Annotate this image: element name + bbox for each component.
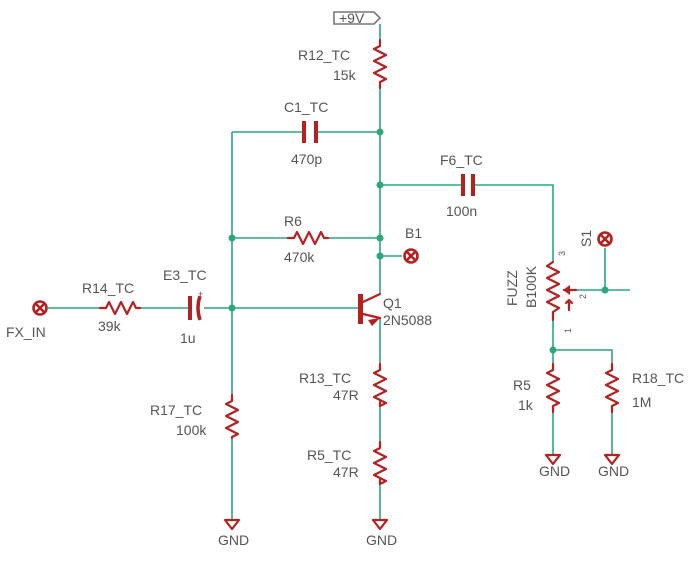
capacitor-f6-plate — [471, 174, 475, 196]
resistor-r17: R17_TC 100k — [150, 393, 240, 440]
capacitor-e3-curved-plate — [196, 295, 202, 321]
resistor-r17-icon — [224, 393, 240, 440]
r6-value: 470k — [284, 249, 315, 265]
junction-dot — [376, 252, 384, 260]
r13-name: R13_TC — [299, 370, 351, 386]
junction-dot — [601, 286, 609, 294]
potentiometer-fuzz-icon — [545, 260, 561, 322]
pot-pin-1: 1 — [563, 328, 573, 333]
junction-dot — [376, 128, 384, 136]
wire-f6-right — [475, 184, 554, 242]
wire-r18-link — [553, 349, 613, 364]
testpoint-s1-icon — [597, 231, 613, 247]
resistor-r18-icon — [604, 362, 620, 414]
e3-polarity: + — [198, 289, 203, 299]
transistor-q1-icon — [358, 292, 382, 326]
ground-label: GND — [218, 532, 249, 548]
resistor-r5: R5 1k — [513, 362, 561, 414]
q1-value: 2N5088 — [383, 312, 432, 328]
r12-name: R12_TC — [298, 47, 350, 63]
ground-icon — [223, 518, 241, 531]
input-connector-icon — [32, 300, 48, 316]
r5-name: R5 — [513, 377, 531, 393]
f6-value: 100n — [446, 203, 477, 219]
r6-name: R6 — [284, 213, 302, 229]
resistor-r5-tc-icon — [372, 440, 388, 486]
ground-icon — [371, 518, 389, 531]
r18-name: R18_TC — [632, 370, 684, 386]
pot-pin-2: 2 — [578, 294, 588, 299]
b1-name: B1 — [405, 225, 422, 241]
supply-9v: +9V — [333, 10, 382, 26]
junction-dot — [228, 304, 236, 312]
testpoint-b1: B1 — [403, 225, 422, 264]
wires — [48, 24, 630, 520]
resistor-r12-icon — [372, 38, 388, 90]
e3-name: E3_TC — [163, 267, 207, 283]
testpoint-b1-icon — [403, 248, 419, 264]
ground-label: GND — [598, 463, 629, 479]
ground-icon — [544, 453, 562, 466]
resistor-r14: R14_TC 39k — [82, 280, 142, 334]
capacitor-c1-plate — [314, 121, 318, 143]
ground-r18: GND — [598, 453, 629, 479]
resistor-r18: R18_TC 1M — [604, 362, 684, 414]
capacitor-e3: + E3_TC 1u — [163, 267, 207, 346]
resistor-r13: R13_TC 47R — [299, 362, 388, 408]
c1-value: 470p — [291, 151, 322, 167]
ground-label: GND — [539, 463, 570, 479]
r12-value: 15k — [333, 67, 357, 83]
resistor-r5-tc: R5_TC 47R — [307, 440, 388, 486]
junction-dot — [376, 234, 384, 242]
transistor-q1: Q1 2N5088 — [358, 292, 432, 328]
s1-name: S1 — [578, 230, 594, 247]
fuzz-value: B100K — [523, 265, 539, 308]
ground-center: GND — [366, 518, 397, 548]
q1-name: Q1 — [383, 295, 402, 311]
capacitor-f6-icon — [461, 174, 465, 196]
junction-dot — [549, 346, 557, 354]
ground-icon — [603, 453, 621, 466]
fx-in-label: FX_IN — [6, 324, 46, 340]
r17-name: R17_TC — [150, 402, 202, 418]
capacitor-e3-icon — [188, 296, 192, 320]
supply-flag-icon — [333, 11, 382, 25]
fuzz-name: FUZZ — [504, 270, 520, 306]
capacitor-c1-icon — [302, 121, 306, 143]
pot-taper-icon — [564, 298, 574, 312]
r17-value: 100k — [176, 422, 207, 438]
capacitor-c1: C1_TC 470p — [284, 99, 328, 167]
pot-pin-3: 3 — [557, 251, 567, 256]
junction-dot — [228, 234, 236, 242]
r5-tc-value: 47R — [333, 464, 359, 480]
resistor-r6-icon — [286, 230, 330, 246]
r5-tc-name: R5_TC — [307, 447, 351, 463]
junction-dot — [376, 181, 384, 189]
resistor-r6: R6 470k — [284, 213, 330, 265]
supply-label: +9V — [339, 10, 365, 26]
r14-value: 39k — [98, 318, 122, 334]
resistor-r14-icon — [98, 300, 142, 316]
r5-value: 1k — [518, 397, 534, 413]
ground-left: GND — [218, 518, 249, 548]
r14-name: R14_TC — [82, 280, 134, 296]
resistor-r12: R12_TC 15k — [298, 38, 388, 90]
e3-value: 1u — [180, 330, 196, 346]
potentiometer-fuzz: 3 2 1 FUZZ B100K — [504, 242, 588, 333]
resistor-r5-icon — [545, 362, 561, 414]
pot-wiper-arrow-icon — [563, 285, 570, 295]
capacitor-f6: F6_TC 100n — [440, 152, 483, 219]
r18-value: 1M — [632, 394, 651, 410]
c1-name: C1_TC — [284, 99, 328, 115]
junctions — [228, 128, 609, 354]
ground-r5: GND — [539, 453, 570, 479]
resistor-r13-icon — [372, 362, 388, 408]
f6-name: F6_TC — [440, 152, 483, 168]
testpoint-s1: S1 — [578, 230, 613, 247]
input-fx-in: FX_IN — [6, 300, 48, 340]
ground-label: GND — [366, 532, 397, 548]
r13-value: 47R — [333, 387, 359, 403]
